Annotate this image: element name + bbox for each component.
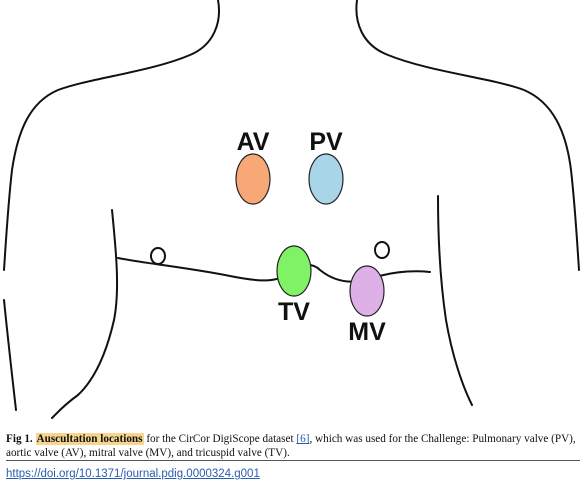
torso-outline-left-shoulder (3, 0, 220, 271)
torso-outline-right-shoulder (355, 0, 580, 271)
torso-outline-right-arm (437, 195, 473, 406)
tricuspid-valve-marker (276, 245, 312, 297)
left-nipple (150, 247, 166, 265)
caption-highlight: Auscultation locations (35, 433, 144, 445)
torso-diagram: AV PV TV MV (3, 0, 580, 419)
aortic-valve-label: AV (237, 128, 270, 156)
caption-text-after-ref: , which was used for the Challenge: Pulm… (6, 433, 576, 459)
doi-link[interactable]: https://doi.org/10.1371/journal.pdig.000… (6, 468, 260, 480)
mitral-valve-marker (349, 265, 385, 317)
citation-link[interactable]: [6] (296, 433, 310, 445)
figure-caption: Fig 1. Auscultation locations for the Ci… (6, 432, 578, 460)
torso-outline-left-arm (51, 209, 119, 419)
pulmonary-valve-marker (308, 153, 344, 205)
aortic-valve-marker (235, 153, 271, 205)
right-nipple (374, 241, 390, 259)
caption-text-before-ref: for the CirCor DigiScope dataset (143, 433, 297, 445)
figure-number: Fig 1. (6, 433, 33, 445)
tricuspid-valve-label: TV (278, 298, 310, 326)
torso-outline-left-lower-arm (3, 299, 17, 411)
pulmonary-valve-label: PV (309, 128, 343, 156)
caption-divider (6, 460, 580, 461)
torso-outline-chest-line (117, 257, 431, 283)
mitral-valve-label: MV (348, 318, 386, 346)
